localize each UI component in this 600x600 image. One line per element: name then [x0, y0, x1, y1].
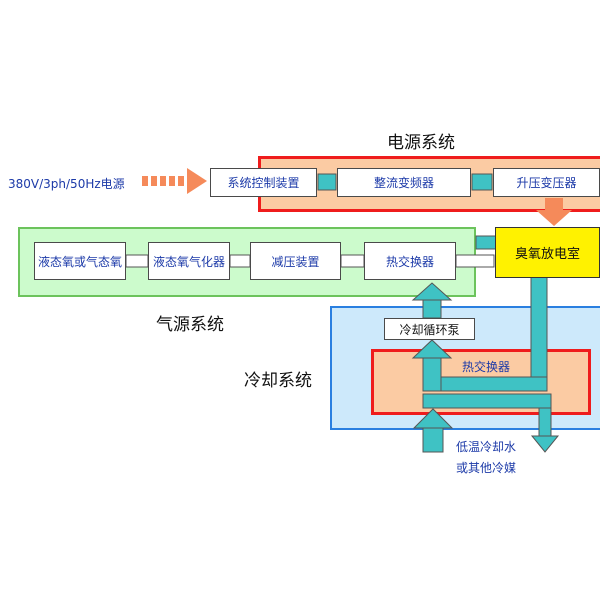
power-input-arrow	[142, 168, 207, 194]
bottom-manifold	[422, 393, 552, 409]
power-system-title: 电源系统	[387, 133, 455, 153]
liquid-oxygen-vaporizer-box: 液态氧气化器	[148, 242, 230, 280]
gas-to-chamber-pipe	[475, 235, 497, 250]
gas-heat-exchanger-box: 热交换器	[364, 242, 456, 280]
coolant-inflow-arrow	[412, 408, 454, 453]
pump-to-gas-arrow	[411, 282, 453, 319]
ozone-discharge-chamber: 臭氧放电室	[495, 227, 600, 278]
cooling-circulation-pump-box: 冷却循环泵	[384, 318, 475, 340]
chamber-down-pipe	[530, 276, 548, 392]
gas-connectors	[125, 254, 495, 268]
coolant-label-line2: 或其他冷媒	[456, 461, 517, 475]
cooling-heat-exchanger-label: 热交换器	[462, 360, 511, 374]
step-up-transformer-box: 升压变压器	[493, 168, 600, 197]
cooling-system-title: 冷却系统	[244, 371, 312, 391]
exchanger-to-pump-arrow	[411, 339, 453, 392]
transformer-to-chamber-arrow	[536, 198, 572, 226]
power-connector-2	[471, 173, 493, 191]
system-control-device-box: 系统控制装置	[210, 168, 317, 197]
coolant-label-line1: 低温冷却水	[456, 440, 517, 454]
power-connector-1	[317, 173, 337, 191]
exchanger-return-pipe	[431, 376, 548, 392]
liquid-or-gas-oxygen-box: 液态氧或气态氧	[34, 242, 126, 280]
power-input-label: 380V/3ph/50Hz电源	[8, 177, 125, 191]
rectifier-inverter-box: 整流变频器	[337, 168, 471, 197]
coolant-outflow-arrow	[530, 407, 560, 453]
pressure-reducer-box: 减压装置	[250, 242, 341, 280]
gas-system-title: 气源系统	[156, 315, 224, 335]
